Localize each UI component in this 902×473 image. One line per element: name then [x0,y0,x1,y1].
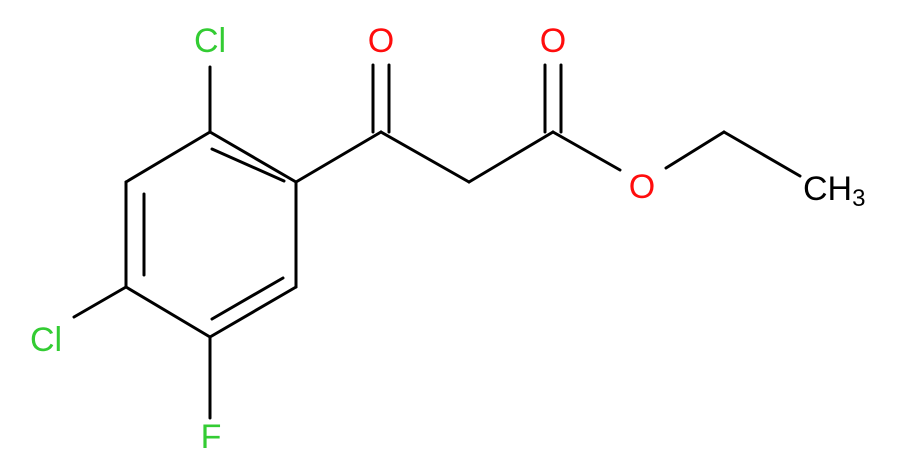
ring-bond-c4-c5 [124,285,212,339]
atom-ch3-main: CH [803,170,852,208]
atom-labels: Cl Cl F O O O CH3 [30,22,866,456]
bond-ester-oxygen [551,130,622,172]
ring-bond-c1-c2 [208,130,298,184]
atom-cl-left: Cl [30,321,62,359]
ring-double-inner-3 [210,276,285,321]
atom-f: F [201,418,222,456]
ring-bond-c2-c3 [124,130,212,184]
atom-ch3-subscript: 3 [852,185,865,212]
atom-o-carbonyl: O [540,22,566,60]
ring-bond-c5-c6 [208,285,298,339]
bond-ring-ketone [294,130,383,184]
bond-oxygen-ch2 [664,130,726,170]
atom-ch3: CH3 [803,170,865,212]
bonds [72,63,802,420]
atom-cl-top: Cl [194,22,226,60]
atom-o-ester: O [629,168,655,206]
bond-ch2-ch3 [722,130,802,178]
bond-ch2-ester [467,130,555,184]
atom-o-ketone: O [368,22,394,60]
bond-ketone-ch2 [379,130,471,184]
ring-double-inner-1 [210,147,286,183]
bond-c4-cl [72,285,128,319]
